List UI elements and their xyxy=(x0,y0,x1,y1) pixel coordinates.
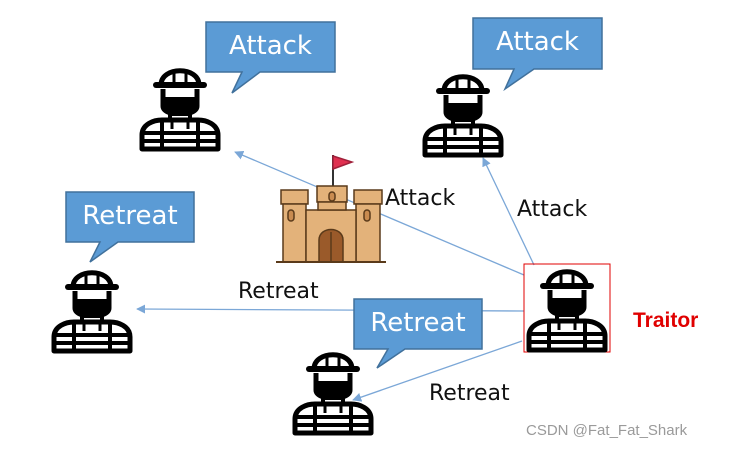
arrow-traitor-to-bottom xyxy=(352,340,523,402)
bubble-label-retreat-1: Retreat xyxy=(82,201,178,231)
edge-label-attack-castle: Attack xyxy=(385,186,456,211)
bubble-label-retreat-2: Retreat xyxy=(370,308,466,338)
bubbles xyxy=(65,17,603,369)
speech-bubble-attack-1 xyxy=(205,21,336,94)
speech-bubble-attack-2 xyxy=(472,17,603,92)
bubble-label-attack-2: Attack xyxy=(495,27,579,57)
soldier-icon-traitor xyxy=(529,272,605,350)
bubble-label-attack-1: Attack xyxy=(228,31,312,61)
watermark-text: CSDN @Fat_Fat_Shark xyxy=(526,422,688,439)
edge-label-attack-right: Attack xyxy=(517,197,588,222)
arrow-traitor-to-top-right xyxy=(482,157,535,266)
soldier-icon-top-right xyxy=(425,77,501,155)
soldier-icon-top-left xyxy=(142,71,218,149)
castle-icon xyxy=(276,154,386,263)
traitor-label: Traitor xyxy=(633,309,699,332)
soldier-icon-bottom xyxy=(295,355,371,433)
edge-label-retreat-left: Retreat xyxy=(238,279,319,304)
soldier-icon-left xyxy=(54,273,130,351)
speech-bubble-retreat-2 xyxy=(353,298,483,369)
edge-label-retreat-bottom: Retreat xyxy=(429,381,510,406)
speech-bubble-retreat-1 xyxy=(65,191,195,263)
